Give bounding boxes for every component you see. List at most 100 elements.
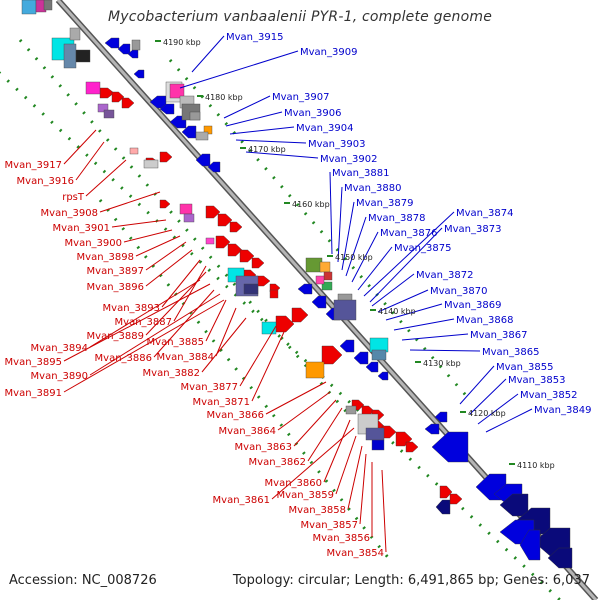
gene-reverse-arrow <box>434 411 448 423</box>
gene-forward-arrow <box>275 315 295 333</box>
leader-line <box>469 378 507 415</box>
leader-line <box>351 231 379 283</box>
feature-block <box>305 361 325 379</box>
gene-label-forward: Mvan_3856 <box>313 533 370 544</box>
leader-line <box>99 191 161 213</box>
leader-line <box>359 453 367 525</box>
gene-reverse-arrow <box>311 295 327 309</box>
gene-label-forward: Mvan_3858 <box>289 505 346 516</box>
gene-label-reverse: Mvan_3903 <box>308 139 365 150</box>
map-title: Mycobacterium vanbaalenii PYR-1, complet… <box>107 9 493 25</box>
gene-forward-arrow <box>251 257 265 269</box>
leader-line <box>85 159 127 197</box>
leader-line <box>409 349 481 352</box>
leader-line <box>341 201 355 271</box>
leader-line <box>215 307 237 357</box>
tick-label: 4150 kbp <box>335 253 373 262</box>
tick-label: 4180 kbp <box>205 93 243 102</box>
gene-reverse-arrow <box>207 161 221 173</box>
gene-label-forward: Mvan_3916 <box>17 176 74 187</box>
feature-block <box>179 203 193 215</box>
gene-reverse-arrow <box>117 43 131 55</box>
leader-line <box>323 419 351 483</box>
tick-label: 4170 kbp <box>248 145 286 154</box>
gene-label-forward: Mvan_3857 <box>301 520 358 531</box>
leader-line <box>459 365 495 405</box>
feature-block <box>321 281 333 291</box>
gene-label-reverse: Mvan_3906 <box>284 108 341 119</box>
feature-block <box>261 321 277 335</box>
gene-label-forward: Mvan_3866 <box>207 410 264 421</box>
gene-label-forward: Mvan_3898 <box>77 252 134 263</box>
gene-forward-arrow <box>227 243 243 257</box>
gene-forward-arrow <box>439 485 453 499</box>
gene-reverse-arrow <box>133 69 145 79</box>
leader-line <box>145 241 187 271</box>
feature-block <box>323 271 333 281</box>
gene-reverse-arrow <box>104 37 120 49</box>
gene-label-forward: Mvan_3885 <box>147 337 204 348</box>
gene-label-forward: Mvan_3863 <box>235 442 292 453</box>
feature-block <box>345 405 357 415</box>
gene-label-forward: Mvan_3864 <box>219 426 276 437</box>
gene-label-forward: Mvan_3891 <box>5 388 62 399</box>
gene-label-forward: Mvan_3887 <box>115 317 172 328</box>
gene-label-reverse: Mvan_3878 <box>368 213 425 224</box>
feature-block <box>63 43 77 69</box>
gene-label-forward: Mvan_3897 <box>87 266 144 277</box>
leader-line <box>111 219 167 228</box>
leader-line <box>401 333 469 341</box>
gene-label-reverse: Mvan_3868 <box>456 315 513 326</box>
tick-label: 4130 kbp <box>423 359 461 368</box>
leader-line <box>265 381 327 415</box>
gene-label-reverse: Mvan_3915 <box>226 32 283 43</box>
gene-label-forward: Mvan_3859 <box>277 490 334 501</box>
tick-label: 4190 kbp <box>163 38 201 47</box>
feature-block <box>85 81 101 95</box>
gene-reverse-arrow <box>431 431 469 463</box>
leader-line <box>293 399 337 447</box>
tick-label: 4120 kbp <box>468 409 506 418</box>
gene-label-reverse: Mvan_3909 <box>300 47 357 58</box>
gene-label-reverse: Mvan_3874 <box>456 208 513 219</box>
leader-line <box>229 126 295 135</box>
leader-line <box>357 246 393 291</box>
gene-forward-arrow <box>405 441 419 453</box>
leader-line <box>277 391 331 431</box>
gene-label-reverse: Mvan_3853 <box>508 375 565 386</box>
gene-reverse-arrow <box>297 283 313 295</box>
tick-label: 4140 kbp <box>378 307 416 316</box>
gene-reverse-arrow <box>181 125 197 139</box>
leader-line <box>223 95 271 119</box>
gene-label-reverse: Mvan_3870 <box>430 286 487 297</box>
gene-label-forward: Mvan_3854 <box>327 548 384 559</box>
gene-reverse-arrow <box>159 103 175 115</box>
leader-line <box>123 229 173 243</box>
leader-line <box>75 141 105 181</box>
gene-forward-arrow <box>217 213 233 227</box>
leader-line <box>381 469 387 553</box>
feature-block <box>365 427 385 441</box>
gene-label-forward: Mvan_3893 <box>103 303 160 314</box>
leader-line <box>239 325 277 387</box>
gene-forward-arrow <box>321 345 343 365</box>
gene-label-reverse: Mvan_3873 <box>444 224 501 235</box>
feature-block <box>333 299 357 321</box>
gene-label-reverse: Mvan_3855 <box>496 362 553 373</box>
gene-forward-arrow <box>291 307 309 323</box>
gene-label-reverse: Mvan_3872 <box>416 270 473 281</box>
leader-line <box>369 227 443 303</box>
gene-reverse-arrow <box>365 361 379 373</box>
feature-block <box>205 237 215 245</box>
gene-label-forward: Mvan_3889 <box>87 331 144 342</box>
gene-label-forward: Mvan_3900 <box>65 238 122 249</box>
feature-block <box>97 103 109 113</box>
gene-label-reverse: Mvan_3907 <box>272 92 329 103</box>
leader-line <box>89 293 221 376</box>
gene-forward-arrow <box>111 91 125 103</box>
feature-block <box>269 289 279 299</box>
feature-block <box>129 147 139 155</box>
gene-label-forward: Mvan_3861 <box>213 495 270 506</box>
gene-reverse-arrow <box>339 339 355 353</box>
